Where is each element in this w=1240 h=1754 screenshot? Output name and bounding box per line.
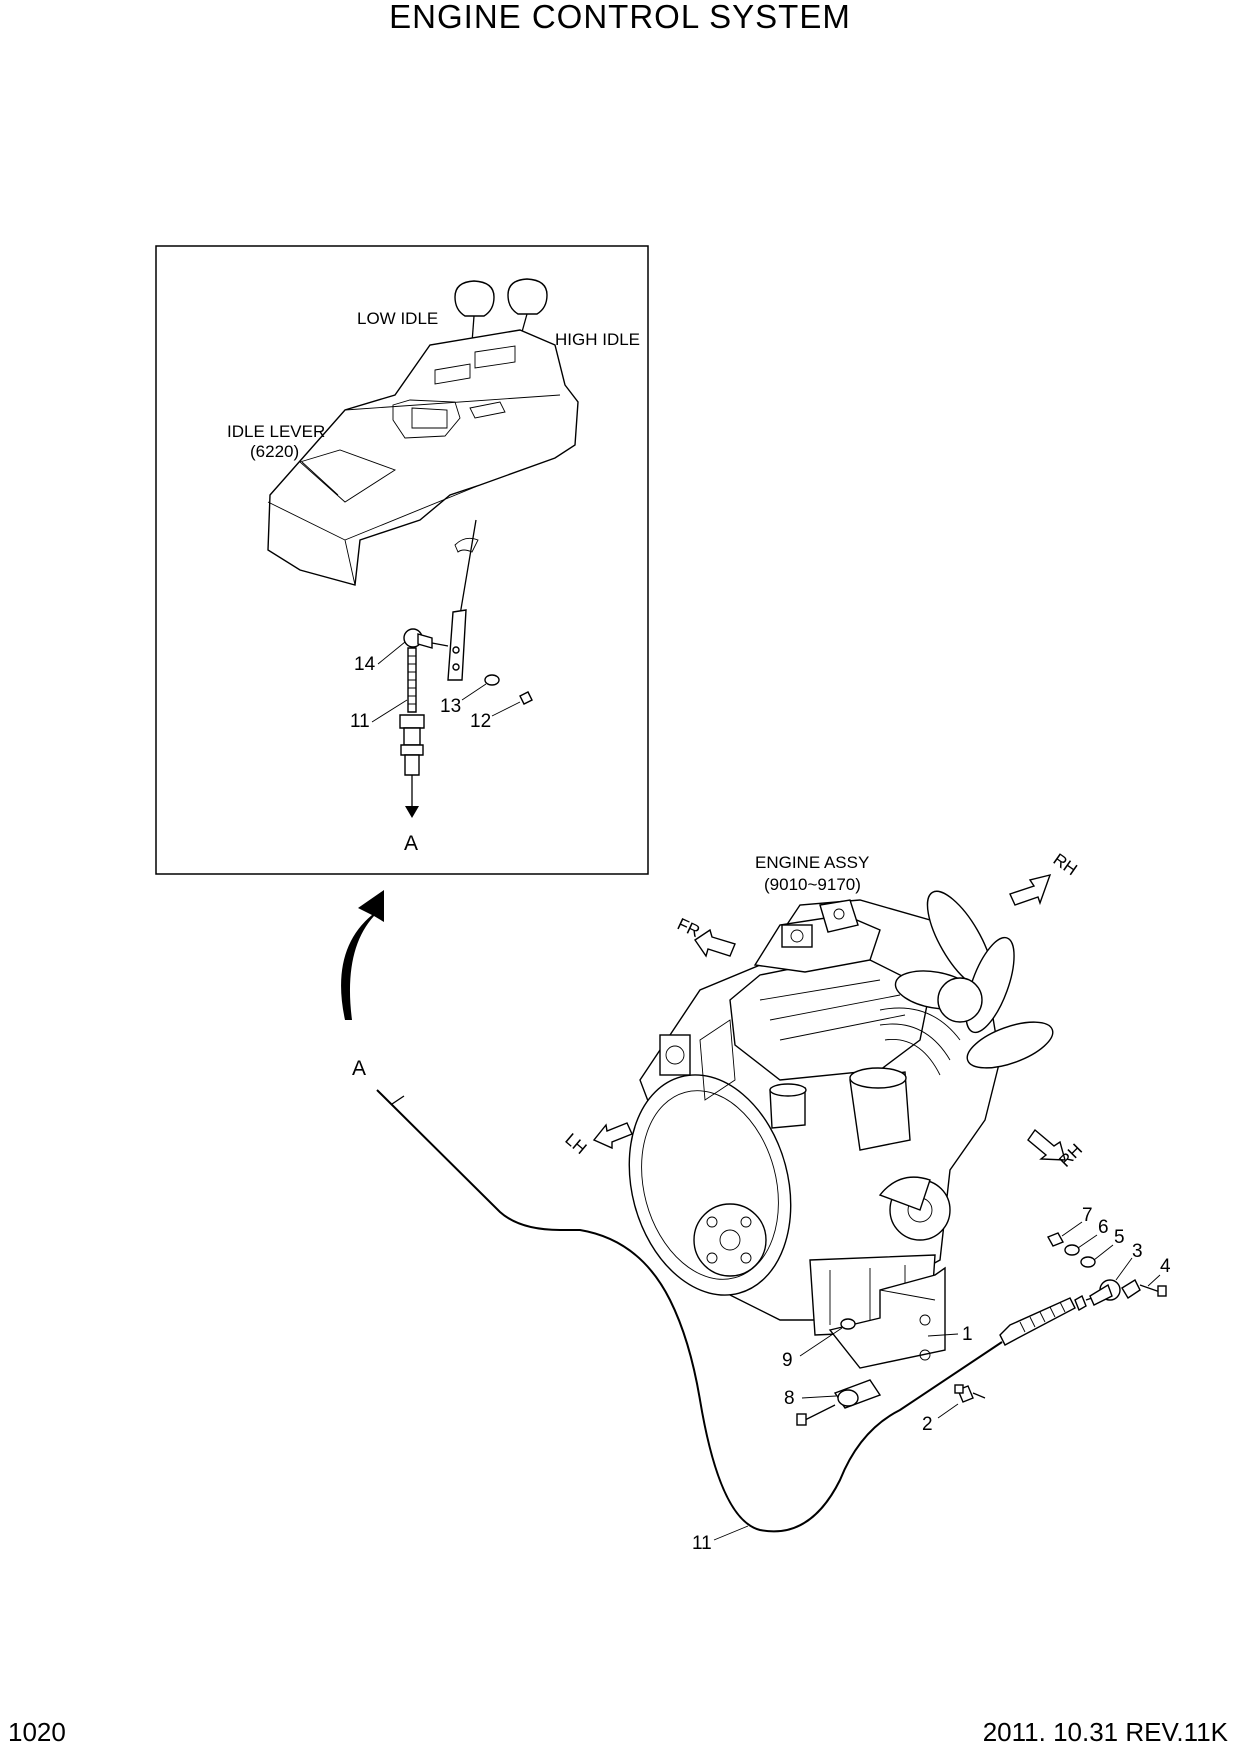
- direction-lh-arrow: LH: [561, 1122, 633, 1159]
- view-a-label-main: A: [352, 1057, 366, 1080]
- callout-11-detail: 11: [350, 711, 370, 732]
- callout-4: 4: [1160, 1256, 1171, 1277]
- callout-1: 1: [962, 1324, 973, 1345]
- bolt-2: [954, 1384, 986, 1403]
- high-idle-label: HIGH IDLE: [555, 330, 640, 349]
- callout-9: 9: [782, 1350, 793, 1371]
- engine-assy-label: ENGINE ASSY: [755, 853, 869, 872]
- direction-rh-side-arrow: RH: [1027, 1128, 1086, 1171]
- nut-12: [519, 691, 533, 705]
- washer-13: [484, 674, 500, 686]
- control-cable-end: [999, 1294, 1099, 1346]
- ball-joint-3: [1089, 1279, 1121, 1306]
- bracket-1: [828, 1266, 946, 1369]
- bolt-4: [1121, 1279, 1167, 1299]
- detail-box-frame: [155, 245, 649, 875]
- direction-lh-label: LH: [561, 1130, 590, 1159]
- callout-14: 14: [354, 654, 376, 675]
- callout-7: 7: [1082, 1205, 1093, 1226]
- ball-joint-14: [403, 628, 449, 649]
- clamp-8: [796, 1379, 882, 1426]
- low-idle-label: LOW IDLE: [357, 309, 438, 328]
- callout-11-main: 11: [692, 1533, 712, 1554]
- nut-7: [1047, 1232, 1064, 1247]
- engine-assy-code: (9010~9170): [764, 875, 861, 894]
- callout-6: 6: [1098, 1217, 1109, 1238]
- idle-lever-code: (6220): [250, 442, 299, 461]
- control-cable-11: [376, 1089, 1003, 1533]
- direction-fr-arrow: FR: [674, 914, 736, 958]
- callout-2: 2: [922, 1414, 933, 1435]
- cooling-fan: [894, 890, 1054, 1069]
- direction-rh-top-label: RH: [1050, 850, 1081, 880]
- washer-5: [1080, 1256, 1096, 1268]
- callout-12: 12: [470, 711, 491, 732]
- direction-rh-top-arrow: RH: [1009, 850, 1081, 906]
- washer-6: [1064, 1244, 1080, 1256]
- console-cover: [267, 329, 579, 586]
- control-cable-detail: [399, 647, 425, 818]
- callout-5: 5: [1114, 1227, 1125, 1248]
- engine-assembly: [628, 890, 1054, 1336]
- callout-3: 3: [1132, 1241, 1143, 1262]
- view-transfer-arrow: [341, 890, 384, 1020]
- callout-8: 8: [784, 1388, 795, 1409]
- page-title: ENGINE CONTROL SYSTEM: [389, 0, 851, 35]
- idle-lever-label: IDLE LEVER: [227, 422, 325, 441]
- view-a-label-detail: A: [404, 832, 418, 855]
- idle-lever-arm: [447, 519, 477, 681]
- page-number: 1020: [8, 1717, 66, 1747]
- callout-13: 13: [440, 696, 461, 717]
- washer-9: [840, 1318, 856, 1330]
- revision-date: 2011. 10.31 REV.11K: [982, 1717, 1228, 1747]
